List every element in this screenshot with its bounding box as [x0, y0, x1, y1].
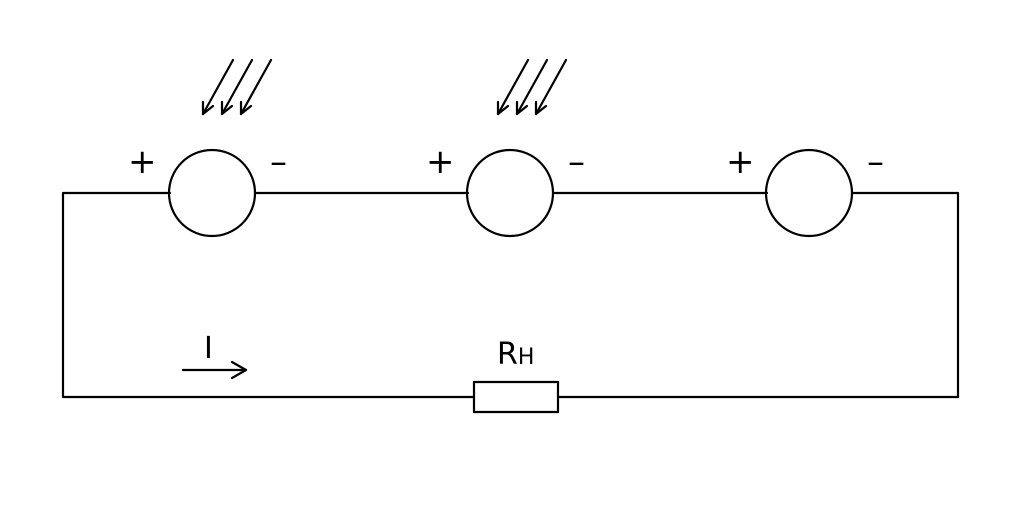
- current-label: I: [204, 331, 213, 366]
- resistor-label-main: R: [497, 337, 518, 372]
- photocell-3-minus: –: [867, 142, 884, 182]
- circuit-wire: [61, 191, 960, 399]
- photocell-3-plus: +: [726, 142, 755, 182]
- photocell-1-minus: –: [270, 142, 287, 182]
- photocell-2-minus: –: [568, 142, 585, 182]
- current-arrow: [181, 360, 248, 380]
- photocell-2: + –: [426, 58, 585, 238]
- photocell-3-body: [764, 148, 854, 238]
- photocell-2-body: [465, 148, 555, 238]
- photocell-3: + –: [726, 142, 884, 238]
- photocell-1-plus: +: [128, 142, 157, 182]
- photocell-2-plus: +: [426, 142, 455, 182]
- light-rays-icon: [201, 58, 273, 116]
- light-rays-icon: [496, 58, 568, 116]
- photocell-1-body: [167, 148, 257, 238]
- resistor-label: RH: [497, 337, 534, 372]
- load-resistor: [472, 380, 560, 414]
- resistor-label-subscript: H: [518, 345, 535, 370]
- photocell-1: + –: [128, 58, 287, 238]
